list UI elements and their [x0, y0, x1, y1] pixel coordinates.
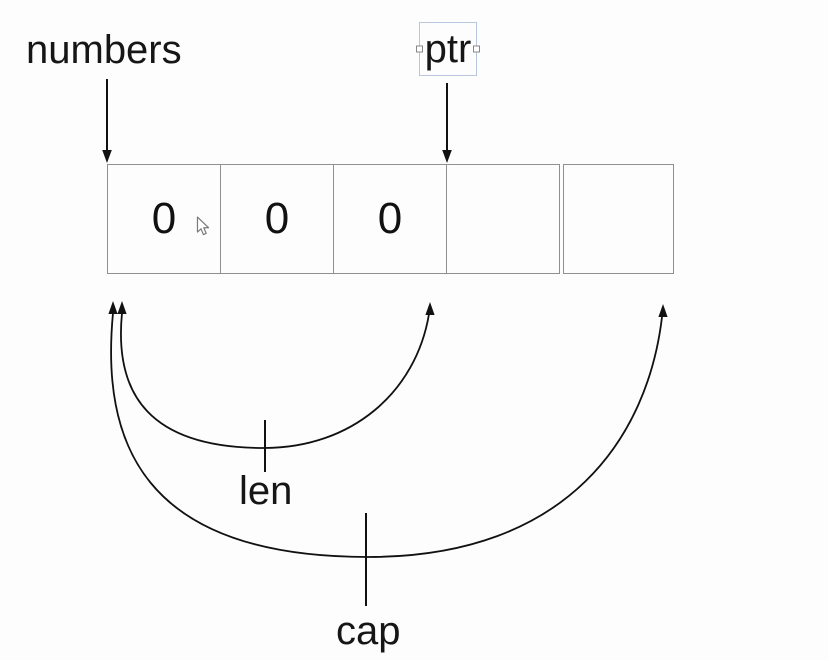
array-cell-3: 0 — [333, 164, 447, 274]
cap-range-arrow — [108, 301, 668, 558]
cell-value: 0 — [264, 194, 290, 243]
selection-handle-right[interactable] — [473, 45, 480, 53]
numbers-pointer-arrow — [102, 79, 112, 163]
cell-value: 0 — [151, 194, 177, 243]
cell-value: 0 — [377, 194, 403, 243]
len-label: len — [239, 469, 293, 513]
ptr-label: ptr — [424, 27, 472, 71]
array-cell-5 — [563, 164, 674, 274]
selection-handle-left[interactable] — [416, 45, 423, 53]
numbers-label: numbers — [26, 28, 182, 72]
ptr-pointer-arrow — [442, 83, 452, 163]
mouse-pointer-icon — [196, 216, 210, 236]
len-range-arrow — [117, 301, 435, 449]
ptr-textbox[interactable]: ptr — [416, 22, 480, 76]
cap-label: cap — [336, 609, 401, 653]
array-cell-2: 0 — [220, 164, 334, 274]
array-cell-4 — [446, 164, 560, 274]
